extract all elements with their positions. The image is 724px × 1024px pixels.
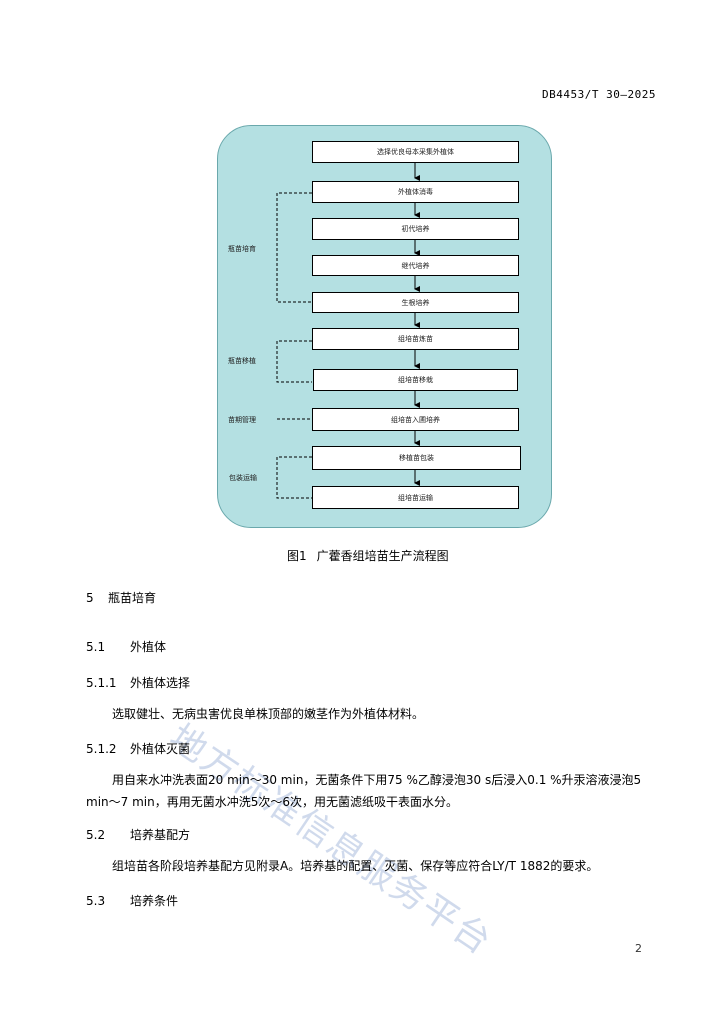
flow-step-6: 组培苗炼苗 xyxy=(312,328,519,350)
section-title: 外植体灭菌 xyxy=(130,742,191,756)
section-5-heading: 5 瓶苗培育 xyxy=(86,589,156,606)
stage-label-1: 瓶苗培育 xyxy=(228,245,256,253)
section-number: 5.1.2 xyxy=(86,742,117,756)
section-5-1-2-line-2: min～7 min，再用无菌水冲洗5次～6次，用无菌滤纸吸干表面水分。 xyxy=(86,795,458,809)
flow-step-5: 生根培养 xyxy=(312,292,519,313)
section-number: 5.2 xyxy=(86,828,106,842)
page-number: 2 xyxy=(635,942,642,955)
flow-step-10: 组培苗运输 xyxy=(312,486,519,509)
section-title: 外植体 xyxy=(130,640,167,654)
section-title: 培养基配方 xyxy=(130,828,191,842)
figure-title: 广藿香组培苗生产流程图 xyxy=(316,549,449,563)
section-title: 外植体选择 xyxy=(130,676,191,690)
section-number: 5.1 xyxy=(86,640,106,654)
stage-label-3: 苗期管理 xyxy=(228,416,256,424)
flow-step-1: 选择优良母本采集外植体 xyxy=(312,141,519,163)
stage-label-2: 瓶苗移植 xyxy=(228,357,256,365)
section-number: 5.1.1 xyxy=(86,676,117,690)
document-code: DB4453/T 30—2025 xyxy=(542,88,656,101)
flow-step-9: 移植苗包装 xyxy=(312,446,521,470)
section-title: 瓶苗培育 xyxy=(108,591,157,605)
section-5-1-1-heading: 5.1.1 外植体选择 xyxy=(86,674,190,691)
figure-number: 图1 xyxy=(287,549,307,563)
section-title: 培养条件 xyxy=(130,894,179,908)
flow-step-8: 组培苗入圃培养 xyxy=(312,408,519,431)
flow-step-7: 组培苗移栽 xyxy=(313,369,518,391)
section-5-3-heading: 5.3 培养条件 xyxy=(86,892,178,909)
flow-step-3: 初代培养 xyxy=(312,218,519,240)
flow-step-4: 继代培养 xyxy=(312,255,519,276)
figure-caption: 图1 广藿香组培苗生产流程图 xyxy=(287,547,449,564)
section-5-2-heading: 5.2 培养基配方 xyxy=(86,826,190,843)
section-number: 5 xyxy=(86,591,94,605)
section-5-1-1-text: 选取健壮、无病虫害优良单株顶部的嫩茎作为外植体材料。 xyxy=(112,707,425,721)
flow-step-2: 外植体消毒 xyxy=(312,181,519,203)
stage-label-4: 包装运输 xyxy=(229,474,257,482)
section-number: 5.3 xyxy=(86,894,106,908)
section-5-1-2-heading: 5.1.2 外植体灭菌 xyxy=(86,740,190,757)
section-5-1-2-line-1: 用自来水冲洗表面20 min～30 min，无菌条件下用75 %乙醇浸泡30 s… xyxy=(112,773,642,787)
section-5-2-text: 组培苗各阶段培养基配方见附录A。培养基的配置、灭菌、保存等应符合LY/T 188… xyxy=(112,859,599,873)
section-5-1-heading: 5.1 外植体 xyxy=(86,638,166,655)
